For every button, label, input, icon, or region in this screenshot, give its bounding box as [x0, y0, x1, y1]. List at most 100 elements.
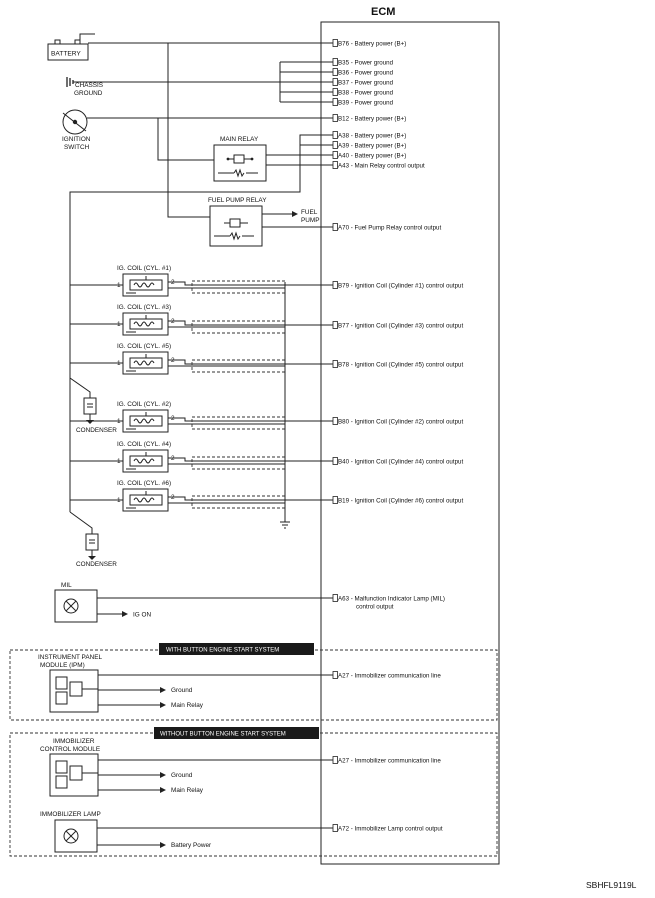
fuel-pump-label-2: PUMP [301, 217, 319, 224]
chassis-ground-label-1: CHASSIS [75, 82, 103, 89]
ig-coil-label: IG. COIL (CYL. #6) [117, 480, 171, 487]
ecm-pin-b39: B39 - Power ground [332, 98, 394, 106]
immobilizer-control-module [49, 753, 99, 797]
ecm-pin-b80: B80 - Ignition Coil (Cylinder #2) contro… [332, 417, 463, 425]
ecm-pin-label: B36 - Power ground [338, 69, 394, 76]
ecm-pin-b36: B36 - Power ground [332, 68, 394, 76]
ig-coil-shield [191, 416, 286, 430]
main-relay-label: MAIN RELAY [220, 136, 259, 143]
ecm-pin-label: A70 - Fuel Pump Relay control output [338, 224, 441, 231]
figure-code: SBHFL9119L [586, 880, 637, 890]
ecm-pin-label: A27 - Immobilizer communication line [338, 672, 441, 679]
condenser-2 [85, 533, 99, 560]
ig-supply-bus [69, 155, 301, 512]
condenser-1-wire [69, 377, 91, 398]
chassis-ground-symbol [66, 77, 74, 87]
ig-coil-shield [191, 359, 286, 373]
ig-coil-label: IG. COIL (CYL. #3) [117, 304, 171, 311]
condenser-2-wire [69, 511, 93, 534]
ecm-pin-b77: B77 - Ignition Coil (Cylinder #3) contro… [332, 321, 463, 329]
with-button-banner [159, 643, 314, 655]
condenser-2-label: CONDENSER [76, 561, 117, 568]
without-button-banner [154, 727, 319, 739]
immobilizer-module-label-1: IMMOBILIZER [53, 738, 95, 745]
fuel-pump-label-1: FUEL [301, 209, 318, 216]
with-button-start-section [9, 649, 498, 721]
ecm-pin-label: A43 - Main Relay control output [338, 162, 425, 169]
battery-label: BATTERY [51, 51, 81, 58]
ecm-pin-a39: A39 - Battery power (B+) [332, 141, 406, 149]
mil-label: MIL [61, 582, 72, 589]
ground-branch-wires [280, 61, 333, 103]
ecm-pin-label: B40 - Ignition Coil (Cylinder #4) contro… [338, 458, 463, 465]
ig-coil-label: IG. COIL (CYL. #2) [117, 401, 171, 408]
immobilizer-lamp-label: IMMOBILIZER LAMP [40, 811, 101, 818]
ecm-pin-b78: B78 - Ignition Coil (Cylinder #5) contro… [332, 360, 463, 368]
ecm-pin-b38: B38 - Power ground [332, 88, 394, 96]
fuel-pump-relay-supply-wire [167, 43, 210, 218]
ipm-main-relay-label: Main Relay [171, 702, 204, 709]
ecm-pin-a43: A43 - Main Relay control output [332, 161, 425, 169]
ig-coil-shield [191, 320, 286, 334]
ig-coil-shield [191, 456, 286, 470]
ecm-pin-a70: A70 - Fuel Pump Relay control output [332, 223, 441, 231]
fuel-pump-relay-label: FUEL PUMP RELAY [208, 197, 267, 204]
main-relay [213, 144, 267, 182]
ecm-pin-a27: A27 - Immobilizer communication line [332, 756, 441, 764]
fuel-pump-arrow [292, 211, 298, 217]
immobilizer-main-relay-label: Main Relay [171, 787, 204, 794]
immobilizer-module-label-2: CONTROL MODULE [40, 746, 100, 753]
coil-ground-symbol [280, 521, 290, 529]
immobilizer-main-relay-arrow [160, 787, 166, 793]
ignition-switch-label-1: IGNITION [62, 136, 91, 143]
ecm-pin-label: A38 - Battery power (B+) [338, 132, 406, 139]
ignition-switch-label-2: SWITCH [64, 144, 90, 151]
chassis-ground-label-2: GROUND [74, 90, 103, 97]
ecm-pin-label: B80 - Ignition Coil (Cylinder #2) contro… [338, 418, 463, 425]
ecm-pin-label: B76 - Battery power (B+) [338, 40, 406, 47]
ig-coil-shield [191, 280, 286, 294]
ecm-pin-a38: A38 - Battery power (B+) [332, 131, 406, 139]
battery: BATTERY [47, 39, 89, 61]
ecm-pin-label: A72 - Immobilizer Lamp control output [338, 825, 443, 832]
battery-positive-wire [79, 33, 95, 40]
ecm-pin-label: B35 - Power ground [338, 59, 394, 66]
ecm-box [320, 21, 500, 865]
ig-on-arrow [122, 611, 128, 617]
ecm-title: ECM [371, 6, 395, 18]
ipm-label-1: INSTRUMENT PANEL [38, 654, 102, 661]
ipm-ground-label: Ground [171, 687, 193, 694]
ipm-module [49, 669, 99, 713]
ecm-pin-label: A39 - Battery power (B+) [338, 142, 406, 149]
ecm-pin-label: B78 - Ignition Coil (Cylinder #5) contro… [338, 361, 463, 368]
ecm-pin-label: A27 - Immobilizer communication line [338, 757, 441, 764]
without-button-banner-text: WITHOUT BUTTON ENGINE START SYSTEM [160, 732, 286, 738]
immobilizer-lamp-battery-label: Battery Power [171, 842, 212, 849]
ecm-pin-b19: B19 - Ignition Coil (Cylinder #6) contro… [332, 496, 463, 504]
fuel-pump-relay [209, 205, 263, 247]
ecm-pin-label: B79 - Ignition Coil (Cylinder #1) contro… [338, 282, 463, 289]
ecm-pin-label: B19 - Ignition Coil (Cylinder #6) contro… [338, 497, 463, 504]
ecm-pin-label: B77 - Ignition Coil (Cylinder #3) contro… [338, 322, 463, 329]
immobilizer-lamp [54, 819, 98, 853]
main-relay-output-wires [266, 134, 333, 156]
ecm-pin-b79: B79 - Ignition Coil (Cylinder #1) contro… [332, 281, 463, 289]
ecm-pin-label: B37 - Power ground [338, 79, 394, 86]
ecm-pin-a72: A72 - Immobilizer Lamp control output [332, 824, 443, 832]
ipm-ground-arrow [160, 687, 166, 693]
ecm-pin-b76: B76 - Battery power (B+) [332, 39, 406, 47]
ig-coil-label: IG. COIL (CYL. #1) [117, 265, 171, 272]
ecm-pin-a40: A40 - Battery power (B+) [332, 151, 406, 159]
main-relay-supply-wire [157, 118, 214, 161]
condenser-1-label: CONDENSER [76, 427, 117, 434]
ig-coil-shield [191, 495, 286, 509]
ig-coil-label: IG. COIL (CYL. #4) [117, 441, 171, 448]
ecm-pin-label: B38 - Power ground [338, 89, 394, 96]
